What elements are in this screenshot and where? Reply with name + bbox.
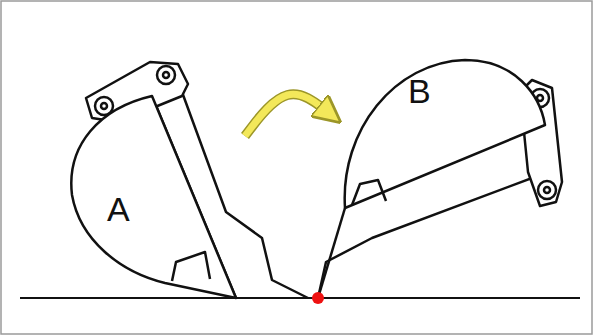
bucket-rib [352,180,386,205]
arrow-outline [245,94,330,136]
part-letter: A [107,192,130,226]
curved-arrow [245,94,330,136]
ground-line [20,297,580,299]
bucket-body [71,96,236,298]
bucket-b: B [330,52,552,216]
part-letter: B [408,74,431,108]
pivot-dot [312,292,324,304]
bucket-outline [330,52,552,216]
bucket-body [345,60,545,208]
bucket-a: A [55,88,245,300]
bucket-rib [172,252,210,281]
bucket-outline [55,88,245,300]
